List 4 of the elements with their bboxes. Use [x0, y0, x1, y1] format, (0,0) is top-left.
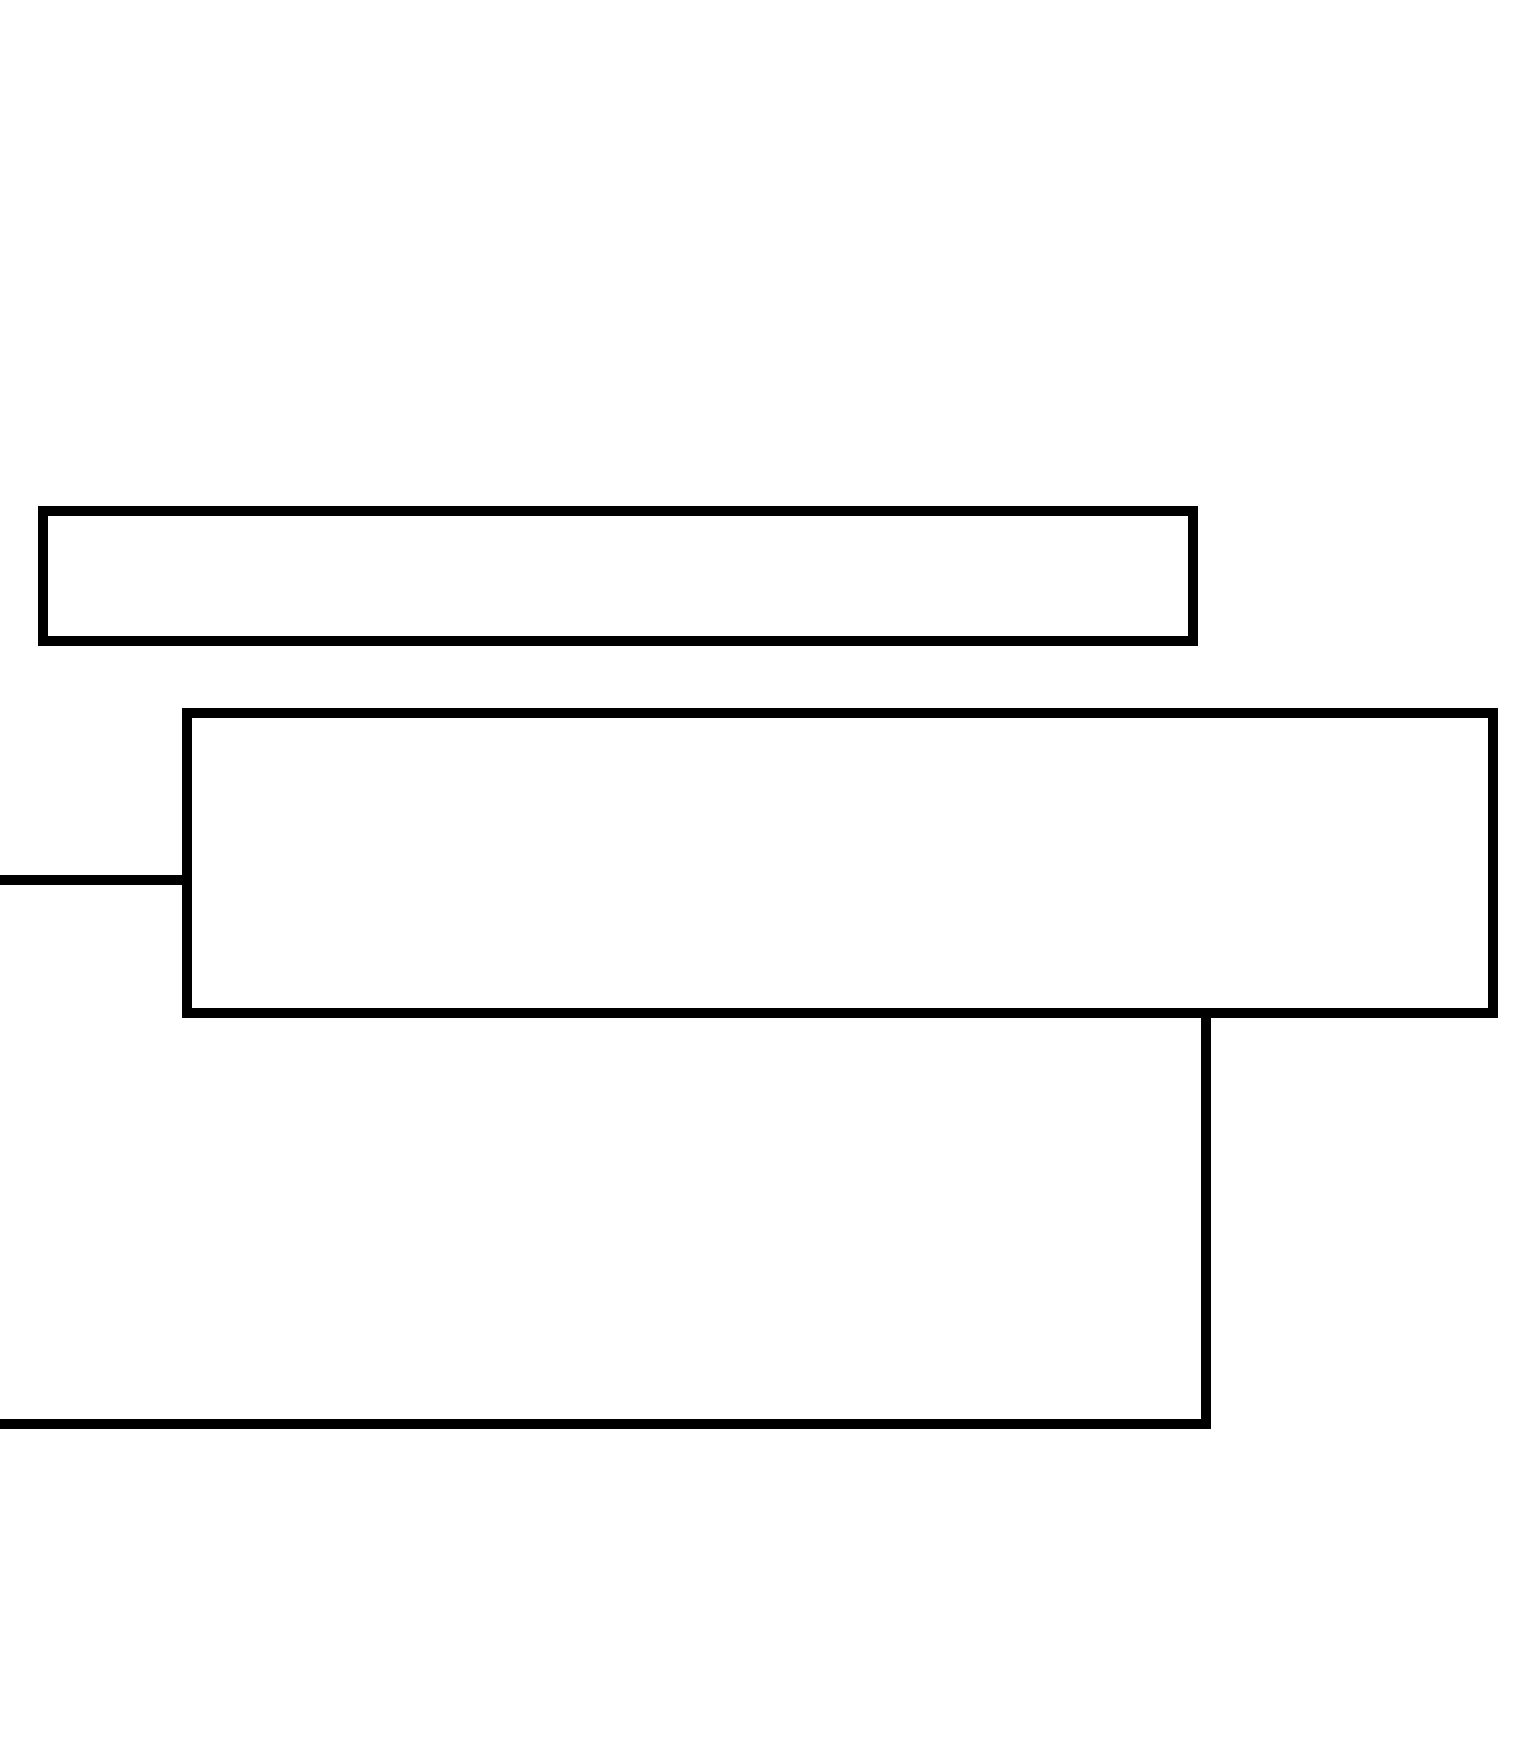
connector-line: [0, 875, 182, 885]
empty-box: [38, 506, 1198, 646]
connector-line: [0, 1018, 1211, 1429]
empty-box: [182, 708, 1498, 1018]
